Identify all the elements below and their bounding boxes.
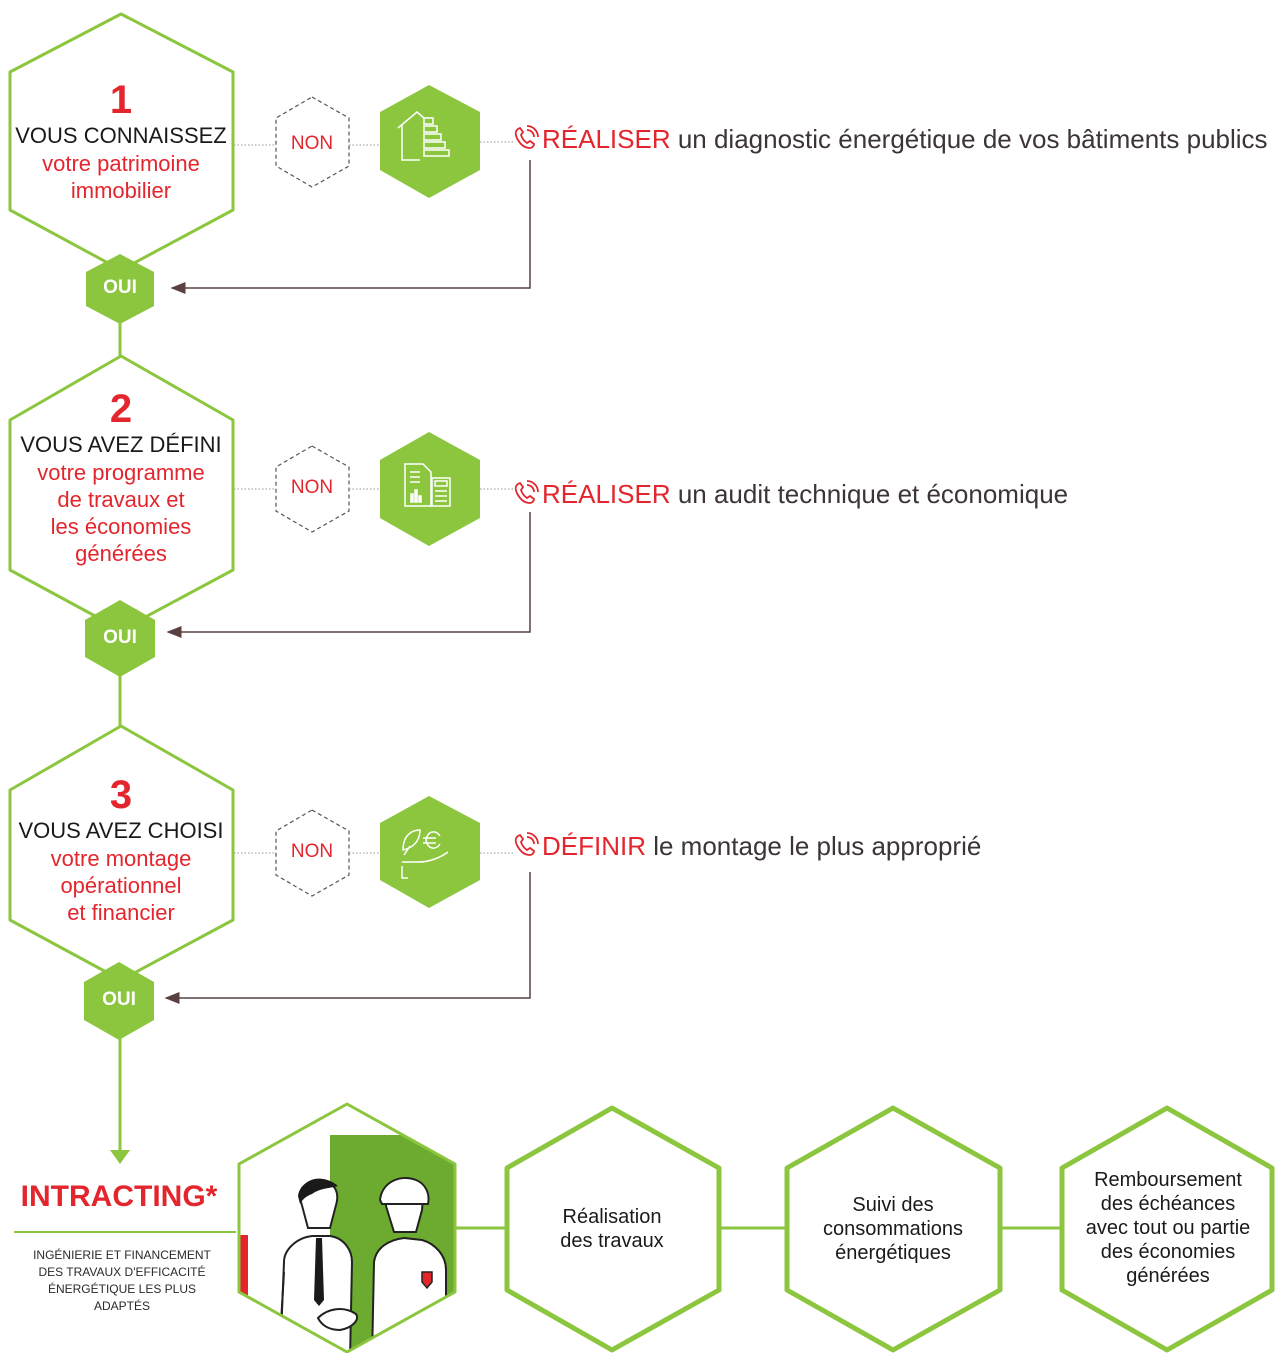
step-2-text: 2 VOUS AVEZ DÉFINI votre programme de tr… — [14, 387, 228, 567]
action-description: un audit technique et économique — [670, 479, 1069, 509]
step-number: 2 — [109, 387, 133, 431]
action-description: le montage le plus approprié — [646, 831, 982, 861]
non-label: NON — [290, 133, 334, 154]
process-hexagon-1 — [504, 1105, 722, 1353]
process-line: Réalisation — [562, 1206, 662, 1228]
action-text: RÉALISER un diagnostic énergétique de vo… — [512, 124, 1268, 155]
non-hexagon — [275, 445, 350, 533]
non-hexagon — [275, 96, 350, 188]
intracting-hexagon — [237, 1102, 457, 1353]
process-hexagon-3 — [1059, 1105, 1275, 1353]
non-label: NON — [290, 477, 334, 498]
step-question: VOUS CONNAISSEZ — [15, 123, 227, 148]
step-detail-line: générées — [75, 541, 167, 566]
process-line: des travaux — [560, 1230, 664, 1252]
step-detail-line: de travaux et — [57, 487, 185, 512]
intracting-title: INTRACTING* — [20, 1180, 218, 1213]
phone-icon — [514, 480, 539, 504]
step-3-text: 3 VOUS AVEZ CHOISI votre montage opérati… — [14, 773, 228, 926]
hand-euro-leaf-icon — [401, 829, 449, 879]
step-detail-line: votre patrimoine — [42, 151, 200, 176]
step-detail-line: immobilier — [70, 178, 172, 203]
step-detail-line: votre programme — [37, 460, 205, 485]
process-line: générées — [1126, 1265, 1210, 1287]
intracting-subtitle: INGÉNIERIE ET FINANCEMENT DES TRAVAUX D'… — [22, 1247, 222, 1315]
intracting-subtitle-line: DES TRAVAUX D'EFFICACITÉ — [38, 1265, 206, 1279]
return-arrow — [164, 872, 531, 1004]
process-line: Remboursement — [1094, 1169, 1242, 1191]
return-arrow — [166, 512, 531, 638]
step-1 — [8, 12, 531, 324]
step-detail-line: votre montage — [50, 846, 192, 871]
down-arrow-icon — [110, 1150, 130, 1164]
step-number: 3 — [109, 773, 133, 817]
icon-hexagon — [380, 432, 480, 546]
process-2-text: Suivi des consommations énergétiques — [803, 1193, 983, 1265]
non-label: NON — [290, 841, 334, 862]
oui-label: OUI — [102, 989, 136, 1010]
step-2 — [8, 354, 531, 677]
house-energy-label-icon — [397, 111, 450, 161]
step-detail-line: les économies — [50, 514, 192, 539]
step-number: 1 — [109, 78, 133, 122]
oui-hexagon — [86, 254, 154, 324]
process-line: consommations — [822, 1218, 964, 1240]
intracting-subtitle-line: ÉNERGÉTIQUE LES PLUS ADAPTÉS — [47, 1282, 197, 1313]
oui-label: OUI — [103, 627, 137, 648]
action-verb: RÉALISER — [542, 124, 671, 154]
non-hexagon — [275, 809, 350, 897]
process-hexagon-2 — [784, 1105, 1003, 1353]
step-detail-line: et financier — [67, 900, 175, 925]
step-1-text: 1 VOUS CONNAISSEZ votre patrimoine immob… — [14, 78, 228, 204]
return-arrow — [170, 160, 531, 294]
oui-hexagon — [84, 962, 154, 1040]
process-line: des échéances — [1100, 1193, 1236, 1215]
action-verb: RÉALISER — [542, 479, 671, 509]
intracting-subtitle-line: INGÉNIERIE ET FINANCEMENT — [33, 1248, 211, 1262]
oui-hexagon — [85, 600, 155, 677]
process-line: des économies — [1100, 1241, 1236, 1263]
handshake-illustration — [239, 1104, 455, 1352]
action-text: DÉFINIR le montage le plus approprié — [512, 831, 981, 862]
process-line: avec tout ou partie — [1085, 1217, 1251, 1239]
action-verb: DÉFINIR — [542, 831, 646, 861]
step-detail-line: opérationnel — [60, 873, 182, 898]
phone-icon — [514, 832, 539, 856]
action-description: un diagnostic énergétique de vos bâtimen… — [670, 124, 1268, 154]
icon-hexagon — [380, 796, 480, 908]
process-line: Suivi des — [852, 1194, 934, 1216]
step-3 — [8, 724, 531, 1040]
document-calculator-icon — [404, 463, 451, 507]
process-3-text: Remboursement des échéances avec tout ou… — [1066, 1168, 1270, 1288]
oui-label: OUI — [103, 277, 137, 298]
step-question: VOUS AVEZ DÉFINI — [20, 432, 222, 457]
step-question: VOUS AVEZ CHOISI — [18, 818, 224, 843]
phone-icon — [514, 125, 539, 149]
process-line: énergétiques — [835, 1242, 951, 1264]
process-1-text: Réalisation des travaux — [532, 1205, 692, 1253]
action-text: RÉALISER un audit technique et économiqu… — [512, 479, 1068, 510]
